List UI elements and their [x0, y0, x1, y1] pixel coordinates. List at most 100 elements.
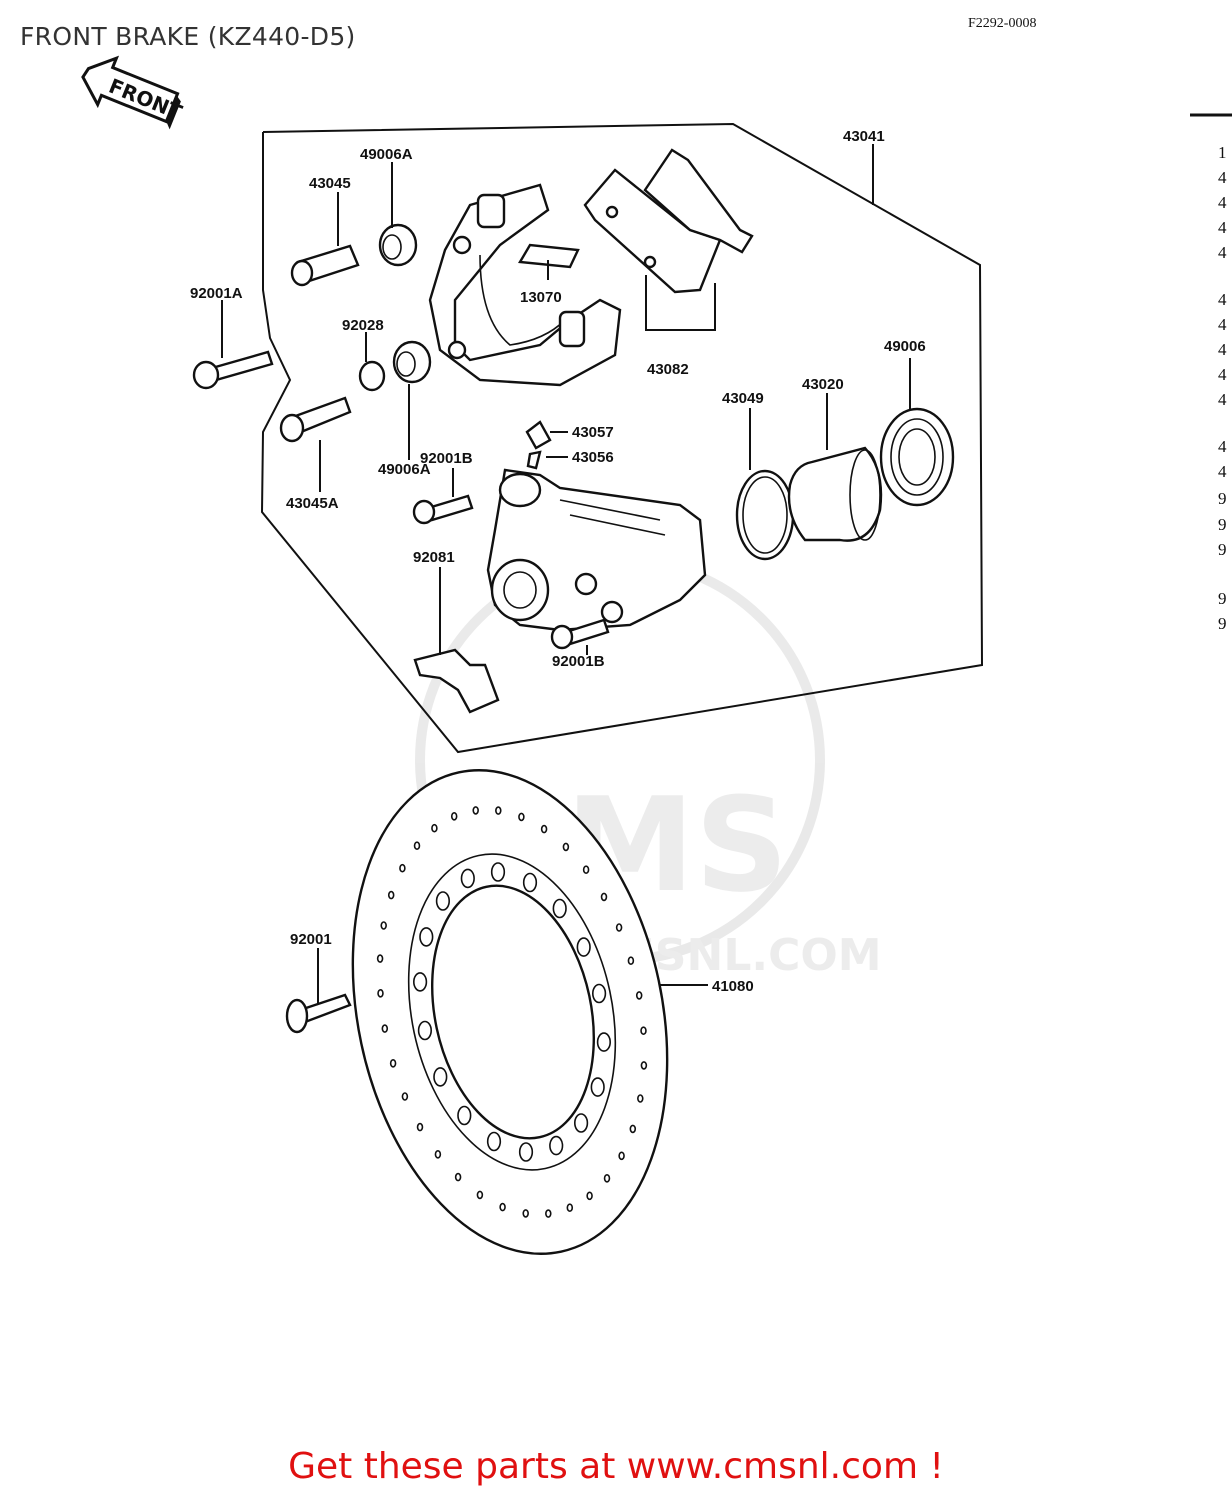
disc-outer-hole [431, 823, 438, 833]
disc-inner-hole [435, 891, 451, 911]
bleed-valve [525, 420, 552, 470]
bolt-92001b-top [412, 494, 474, 525]
disc-outer-hole [499, 1202, 506, 1212]
label-92001b-bottom[interactable]: 92001B [552, 653, 605, 670]
piston-seal [735, 469, 795, 561]
label-41080[interactable]: 41080 [712, 978, 754, 995]
shaft-boot-49006a-bottom [392, 340, 432, 384]
caliper-body [486, 468, 707, 632]
label-43041[interactable]: 43041 [843, 128, 885, 145]
disc-outer-hole [640, 1061, 648, 1070]
label-92001b-top[interactable]: 92001B [420, 450, 473, 467]
parts-list-entry: 4 [1218, 340, 1227, 359]
disc-outer-hole [518, 812, 525, 822]
disc-outer-hole [600, 892, 608, 902]
disc-outer-hole [615, 923, 623, 932]
label-43020[interactable]: 43020 [802, 376, 844, 393]
parts-list-entry: 4 [1218, 290, 1227, 309]
parts-list-entry: 9 [1218, 540, 1227, 559]
parts-list-entry: 1 [1218, 143, 1227, 162]
holder-shaft-43045 [290, 244, 360, 287]
disc-inner-hole [596, 1032, 612, 1052]
shaft-43045a [279, 396, 352, 443]
disc-outer-hole [399, 863, 406, 873]
disc-outer-hole [454, 1172, 462, 1182]
label-92028[interactable]: 92028 [342, 317, 384, 334]
disc-outer-hole [522, 1209, 529, 1218]
disc-outer-hole [380, 921, 387, 930]
bushing-92028 [358, 360, 386, 392]
shaft-boot-49006a-top [378, 223, 418, 267]
label-43057[interactable]: 43057 [572, 424, 614, 441]
brake-pads [583, 148, 754, 294]
brake-disc [351, 769, 669, 1255]
page-title: FRONT BRAKE (KZ440-D5) [20, 22, 356, 51]
disc-outer-hole [640, 1026, 647, 1035]
disc-inner-hole [549, 1135, 564, 1156]
disc-outer-hole [450, 811, 458, 821]
disc-holes [376, 806, 648, 1218]
disc-inner-hole [576, 937, 591, 957]
disc-outer-hole [545, 1209, 552, 1218]
disc-inner-hole [490, 862, 506, 882]
piston [787, 446, 883, 542]
footer-shop-link[interactable]: Get these parts at www.cmsnl.com ! [288, 1446, 944, 1487]
disc-inner-hole [433, 1067, 448, 1087]
disc-outer-hole [376, 954, 384, 963]
label-43049[interactable]: 43049 [722, 390, 764, 407]
label-49006[interactable]: 49006 [884, 338, 926, 355]
disc-outer-hole [566, 1203, 574, 1212]
disc-inner-hole [591, 983, 607, 1004]
disc-outer-hole [472, 806, 479, 815]
label-92001[interactable]: 92001 [290, 931, 332, 948]
disc-outer-hole [377, 988, 384, 998]
disc-outer-hole [637, 1094, 644, 1103]
disc-outer-hole [434, 1150, 442, 1159]
leader-lines [221, 144, 911, 1004]
label-43056[interactable]: 43056 [572, 449, 614, 466]
label-13070[interactable]: 13070 [520, 289, 562, 306]
label-92081[interactable]: 92081 [413, 549, 455, 566]
disc-inner-hole [590, 1077, 605, 1097]
disc-outer-hole [635, 991, 643, 1000]
pad-retainer-clip [413, 648, 500, 714]
pad-spring [518, 243, 580, 269]
disc-outer-hole [389, 1059, 397, 1068]
disc-outer-hole [476, 1190, 484, 1200]
disc-inner-hole [522, 872, 538, 893]
disc-outer-hole [629, 1124, 637, 1134]
disc-outer-hole [618, 1151, 625, 1161]
disc-outer-hole [416, 1122, 424, 1132]
parts-list-entry: 9 [1218, 614, 1227, 633]
parts-list-entry: 4 [1218, 168, 1227, 187]
label-49006a-top[interactable]: 49006A [360, 146, 413, 163]
parts-list-entry: 4 [1218, 193, 1227, 212]
disc-outer-hole [627, 956, 635, 966]
disc-inner-hole [518, 1142, 534, 1162]
label-49006a-bottom[interactable]: 49006A [378, 461, 431, 478]
disc-outer-hole [401, 1092, 409, 1101]
disc-outer-hole [586, 1191, 593, 1201]
parts-list-entry: 4 [1218, 390, 1227, 409]
disc-inner-hole [460, 868, 475, 889]
parts-list-entry: 9 [1218, 589, 1227, 608]
disc-inner-hole [486, 1131, 502, 1152]
disc-outer-hole [387, 890, 395, 900]
caliper-holder [428, 183, 622, 387]
label-43045a[interactable]: 43045A [286, 495, 339, 512]
parts-list-entry: 9 [1218, 515, 1227, 534]
label-43045[interactable]: 43045 [309, 175, 351, 192]
label-92001a[interactable]: 92001A [190, 285, 243, 302]
disc-outer-hole [540, 824, 548, 834]
disc-inner-hole [413, 972, 428, 992]
parts-list-entry: 4 [1218, 462, 1227, 481]
disc-outer-hole [495, 806, 502, 815]
label-43082[interactable]: 43082 [647, 361, 689, 378]
parts-list-entry: 4 [1218, 243, 1227, 262]
disc-inner-hole [457, 1105, 472, 1126]
dust-seal [879, 407, 955, 507]
disc-outer-hole [381, 1024, 389, 1033]
figure-code: F2292-0008 [968, 16, 1037, 31]
